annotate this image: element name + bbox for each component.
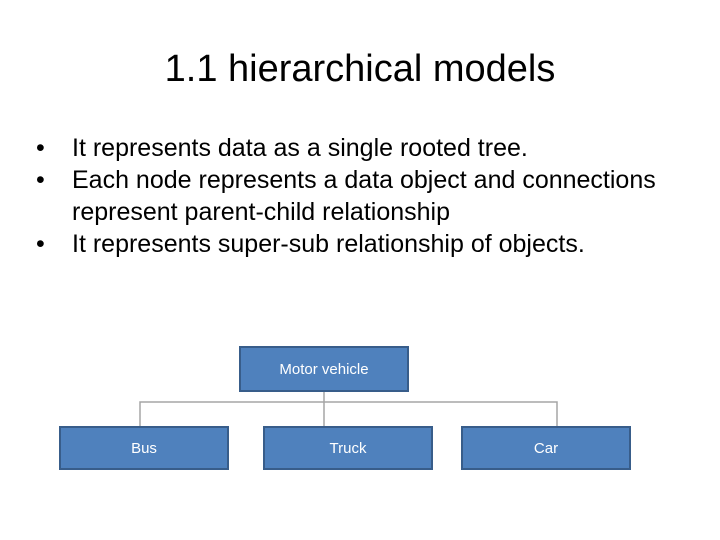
node-motor-vehicle: Motor vehicle bbox=[239, 346, 409, 392]
bullet-text: It represents super-sub relationship of … bbox=[72, 230, 585, 258]
connector-car bbox=[324, 401, 558, 426]
node-truck: Truck bbox=[263, 426, 433, 470]
bullet-dot-icon: • bbox=[36, 134, 45, 162]
tree-connectors bbox=[139, 392, 558, 426]
node-car: Car bbox=[461, 426, 631, 470]
hierarchy-diagram: Motor vehicle Bus Truck Car bbox=[0, 340, 720, 480]
node-bus: Bus bbox=[59, 426, 229, 470]
bullet-text: It represents data as a single rooted tr… bbox=[72, 134, 528, 162]
bullet-item: • It represents data as a single rooted … bbox=[36, 132, 706, 164]
connector-bus bbox=[139, 401, 324, 426]
bullet-item: • Each node represents a data object and… bbox=[36, 164, 706, 228]
bullet-list: • It represents data as a single rooted … bbox=[36, 132, 706, 260]
bullet-dot-icon: • bbox=[36, 166, 45, 194]
bullet-dot-icon: • bbox=[36, 230, 45, 258]
bullet-item: • It represents super-sub relationship o… bbox=[36, 228, 706, 260]
bullet-text: Each node represents a data object and c… bbox=[72, 166, 656, 226]
slide-title: 1.1 hierarchical models bbox=[164, 48, 556, 90]
